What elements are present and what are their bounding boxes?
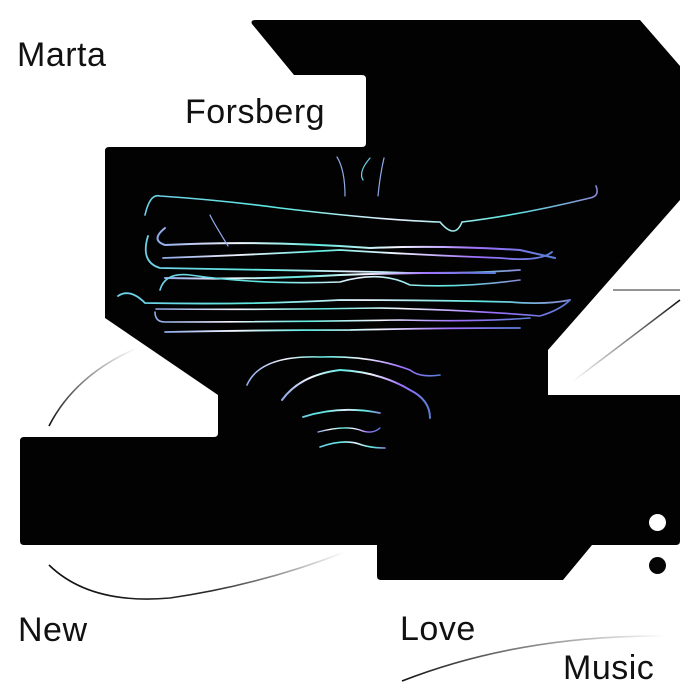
artist-last-name: Forsberg [185, 93, 326, 131]
arc-love-music [401, 635, 666, 682]
title-word-music: Music [563, 649, 655, 687]
black-dot-icon [649, 557, 666, 574]
rule-line-right-diag [571, 299, 681, 383]
light-trails [117, 156, 598, 449]
title-word-love: Love [400, 610, 476, 648]
arc-left [48, 347, 138, 427]
arc-bottom [48, 551, 346, 600]
title-word-new: New [18, 611, 88, 649]
white-dot-icon [649, 514, 666, 531]
artist-first-name: Marta [17, 36, 107, 74]
